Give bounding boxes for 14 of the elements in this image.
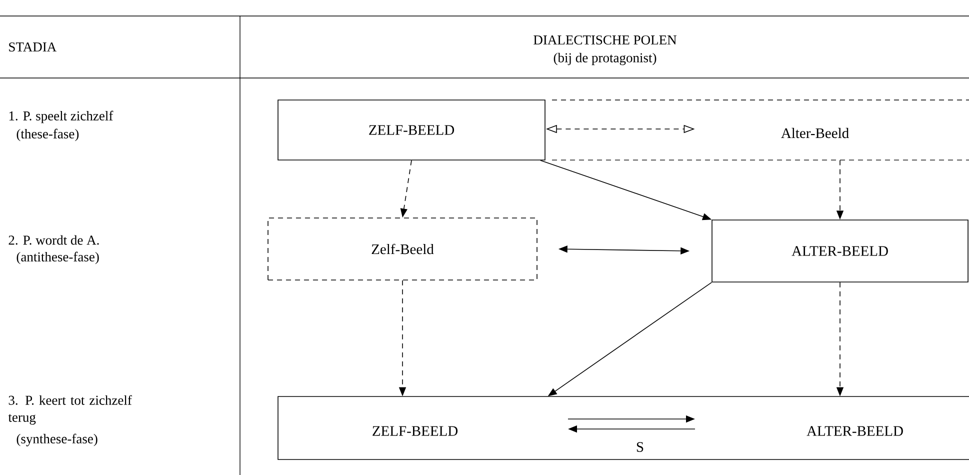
exchange-label: S bbox=[636, 442, 644, 452]
stage-label: 1. P. speelt zichzelf bbox=[9, 110, 114, 124]
dashed-box: Zelf-Beeld bbox=[268, 218, 538, 280]
stage-label: (these-fase) bbox=[16, 128, 79, 142]
stage-label: 2. P. wordt de A. bbox=[8, 235, 99, 245]
stage-label: (antithese-fase) bbox=[16, 252, 99, 264]
stage-label: (synthese-fase) bbox=[16, 434, 98, 446]
stage-label: 3. P. keert tot zichzelf terug bbox=[8, 395, 132, 425]
process-box: ALTER-BEELD bbox=[712, 220, 968, 282]
subheading: (bij de protagonist) bbox=[554, 52, 656, 66]
column-heading: DIALECTISCHE POLEN bbox=[534, 35, 676, 45]
column-heading: STADIA bbox=[9, 42, 57, 52]
dashed-band: Alter-Beeld bbox=[552, 100, 969, 160]
process-box: ZELF-BEELD bbox=[278, 100, 546, 160]
